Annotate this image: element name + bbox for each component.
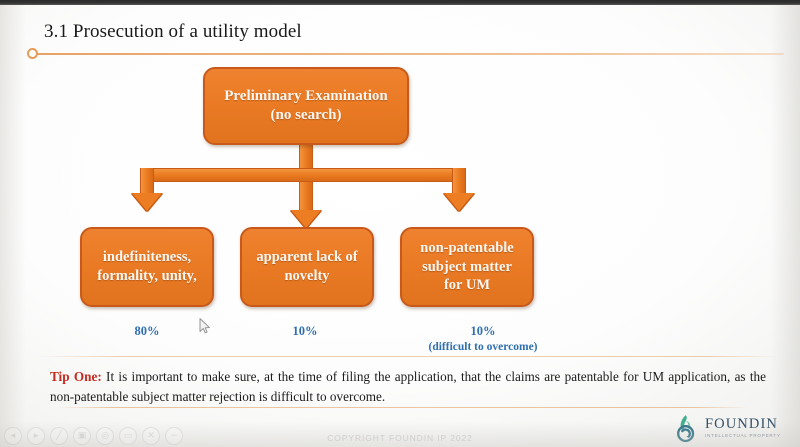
arrowhead-left-icon [132,193,162,211]
minimize-icon[interactable]: − [165,427,183,445]
tip-divider [36,356,780,357]
flow-node-preliminary-examination[interactable]: Preliminary Examination (no search) [203,67,409,145]
flow-node-line-1: indefiniteness, [102,249,192,266]
no-video-glyph: ✕ [147,431,155,441]
tip-body: It is important to make sure, at the tim… [50,369,766,405]
tip-paragraph: Tip One: It is important to make sure, a… [50,367,766,408]
page-title: 3.1 Prosecution of a utility model [44,21,302,42]
foundin-logo-name: FOUNDIN [705,416,778,433]
flow-node-line-2: formality, unity, [97,268,197,284]
flow-node-non-patentable-subject-matter[interactable]: non-patentable subject matter for UM [400,227,534,307]
percent-note: (difficult to overcome) [428,340,538,353]
subtitles-glyph: ▭ [123,431,133,441]
foundin-logo-text: FOUNDIN INTELLECTUAL PROPERTY [705,417,781,438]
subtitles-icon[interactable]: ▭ [119,427,137,445]
previous-icon[interactable]: ◂ [4,427,22,445]
flow-node-line-1: Preliminary Examination [224,87,388,104]
percent-label-non-patentable: 10% (difficult to overcome) [398,323,568,355]
percent-value: 10% [292,324,318,338]
connector-horizontal-bar [146,168,466,182]
percent-value: 10% [470,324,496,338]
minimize-glyph: − [170,431,178,441]
flow-node-line-2: subject matter [422,258,512,275]
play-icon[interactable]: ▸ [27,427,45,445]
pen-icon[interactable]: ╱ [50,427,68,445]
copyright-text: COPYRIGHT FOUNDIN IP 2022 [327,433,473,443]
flow-node-line-1: apparent lack of [256,249,358,266]
video-chrome-bar [0,0,800,5]
search-icon[interactable]: ◎ [96,427,114,445]
foundin-logo-subtitle: INTELLECTUAL PROPERTY [705,432,781,438]
player-toolbar[interactable]: ◂ ▸ ╱ ▣ ◎ ▭ ✕ − [4,427,183,445]
connector-drop-left [140,168,154,196]
previous-glyph: ◂ [10,431,16,441]
percent-label-indefiniteness: 80% [107,323,187,340]
percent-label-lack-of-novelty: 10% [265,323,345,340]
search-glyph: ◎ [101,431,109,441]
connector-drop-right [452,168,466,196]
title-divider [32,53,784,55]
flow-node-indefiniteness[interactable]: indefiniteness, formality, unity, [80,227,214,307]
camera-icon[interactable]: ▣ [73,427,91,445]
foundin-leaf-icon [672,414,700,443]
title-bullet-icon [27,48,38,59]
foundin-logo: FOUNDIN INTELLECTUAL PROPERTY [672,412,788,444]
footer-divider [58,407,748,408]
flow-node-line-1: non-patentable [420,239,514,256]
play-glyph: ▸ [33,431,39,441]
mouse-cursor-icon [199,318,211,335]
pen-glyph: ╱ [56,431,62,441]
flow-node-line-3: for UM [443,277,491,294]
flow-node-line-2: (no search) [270,107,342,123]
flow-node-lack-of-novelty[interactable]: apparent lack of novelty [240,227,374,307]
camera-glyph: ▣ [77,431,87,441]
tip-label: Tip One [50,369,98,384]
arrowhead-right-icon [444,193,474,211]
tip-separator: : [97,369,102,384]
arrowhead-middle-icon [291,210,321,228]
no-video-icon[interactable]: ✕ [142,427,160,445]
flow-node-line-2: novelty [284,268,330,284]
percent-value: 80% [134,324,160,338]
slide-canvas: 3.1 Prosecution of a utility model Preli… [0,5,800,447]
